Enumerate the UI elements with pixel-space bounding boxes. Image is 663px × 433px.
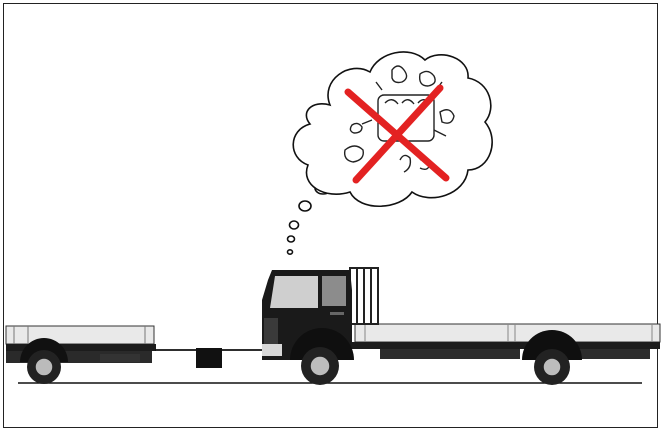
truck xyxy=(262,268,660,385)
left-trailer xyxy=(6,326,156,384)
towbar xyxy=(155,348,270,368)
